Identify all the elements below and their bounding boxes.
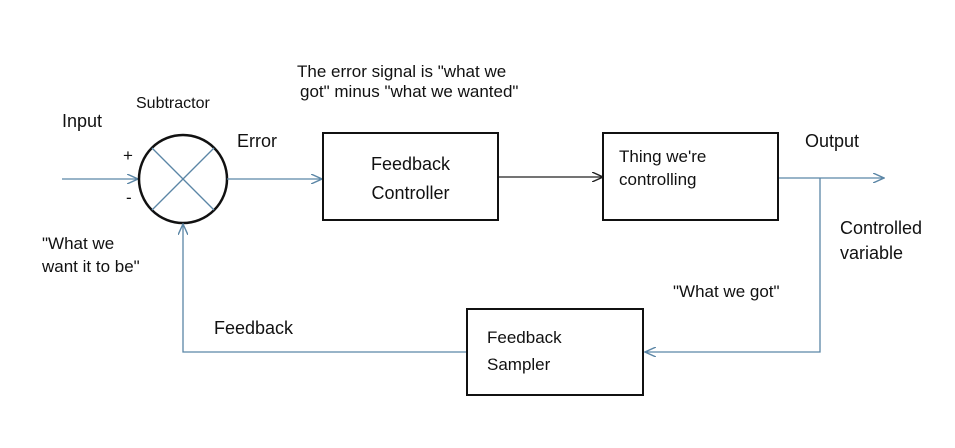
controller-label-line2: Controller: [371, 182, 450, 203]
controlled-variable-label: Controlled variable: [840, 218, 922, 264]
controlled-line1: Controlled: [840, 218, 923, 238]
desired-line1: "What we: [42, 234, 115, 253]
measurement-path: [645, 178, 821, 352]
feedback-sampler-block: Feedback Sampler: [466, 308, 644, 396]
error-note: The error signal is "what we got" minus …: [297, 62, 518, 103]
input-label: Input: [62, 111, 103, 131]
error-label: Error: [237, 131, 277, 151]
minus-sign: -: [126, 188, 132, 207]
plant-label-line2: controlling: [619, 170, 697, 190]
plus-sign: +: [123, 146, 133, 165]
subtractor-symbol: [137, 133, 229, 225]
desired-value-label: "What we want it to be": [42, 234, 140, 278]
controlled-line2: variable: [840, 242, 904, 263]
subtractor-label: Subtractor: [136, 95, 210, 112]
plant-label-line1: Thing we're: [619, 147, 707, 166]
feedback-path: [183, 224, 466, 353]
desired-line2: want it to be": [42, 257, 140, 277]
sampler-label-line2: Sampler: [487, 355, 551, 375]
error-note-line1: The error signal is "what we: [297, 62, 507, 81]
controller-label-line1: Feedback: [370, 154, 451, 174]
what-we-got-label: "What we got": [673, 282, 780, 301]
feedback-label: Feedback: [214, 318, 294, 338]
plant-block: Thing we're controlling: [602, 132, 779, 221]
output-label: Output: [805, 131, 860, 151]
sampler-label-line1: Feedback: [487, 328, 562, 347]
feedback-controller-block: Feedback Controller: [322, 132, 499, 221]
error-note-line2: got" minus "what we wanted": [300, 82, 519, 102]
